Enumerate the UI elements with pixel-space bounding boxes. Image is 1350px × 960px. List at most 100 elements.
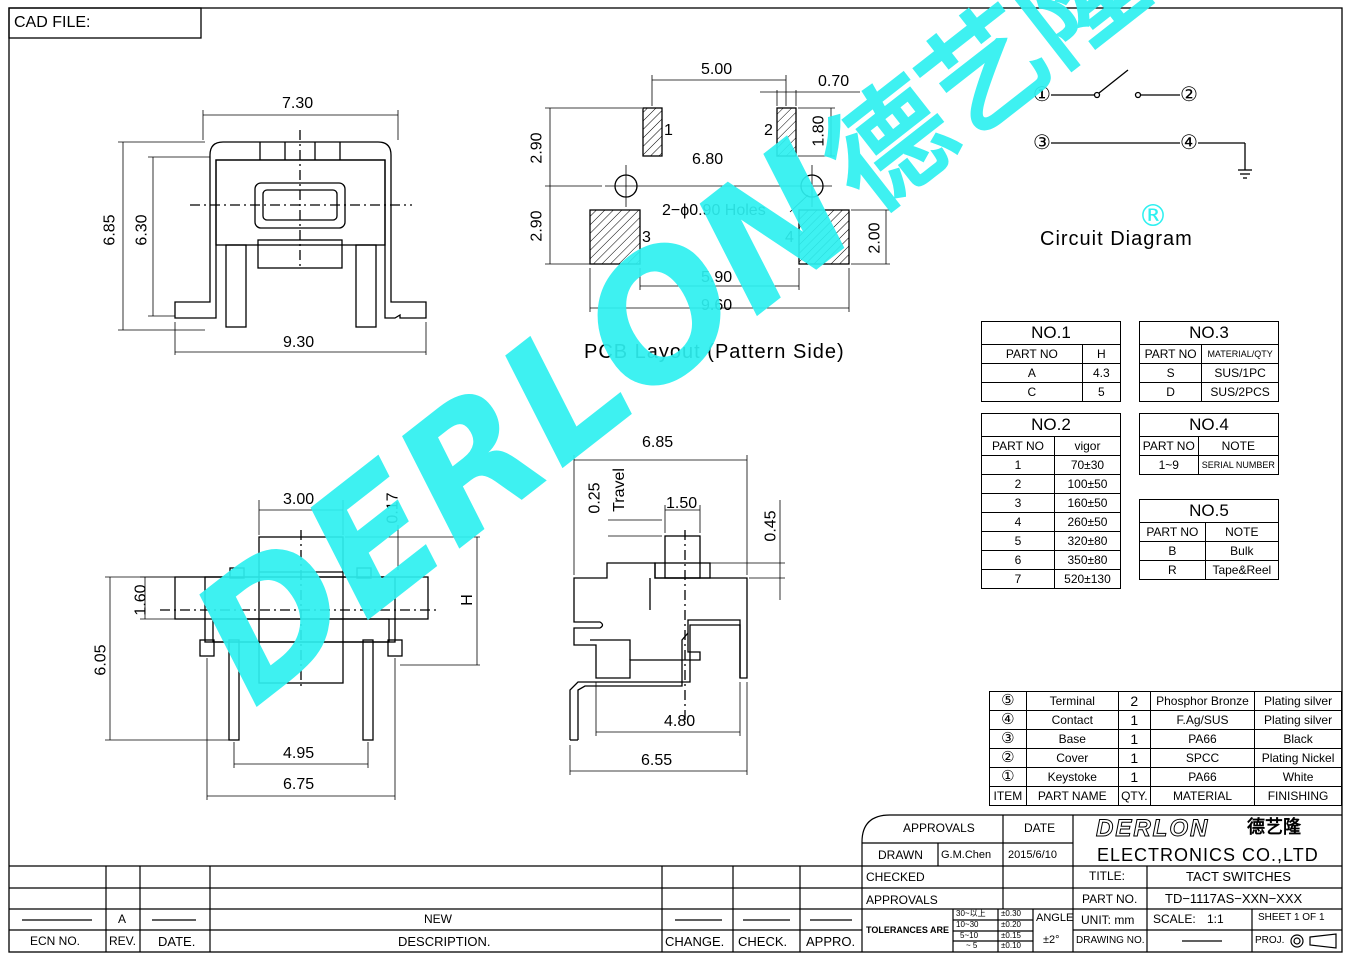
tb-tol-range: ~ 5 xyxy=(966,941,978,950)
pcb-layout-drawing xyxy=(545,75,890,312)
tb-drawing-no: DRAWING NO. xyxy=(1076,935,1145,946)
no2-header: PART NO xyxy=(981,436,1055,456)
pcb-pin-1: 1 xyxy=(664,122,673,139)
no1-cell: 5 xyxy=(1081,382,1122,402)
circuit-diagram-drawing xyxy=(1051,69,1252,179)
rev-header-rev: REV. xyxy=(109,934,136,948)
rev-header-appro: APPRO. xyxy=(806,934,856,949)
tb-drawn-by: G.M.Chen xyxy=(941,849,992,861)
circuit-node-1: ① xyxy=(1033,84,1051,106)
bom-finishing: Plating silver xyxy=(1254,691,1342,711)
no2-cell: 70±30 xyxy=(1053,455,1122,475)
tb-angle-value: ±2° xyxy=(1043,934,1060,946)
rev-header-check: CHECK. xyxy=(738,934,788,949)
dim-pcb-pad-width: 0.70 xyxy=(818,73,850,90)
pcb-pin-4: 4 xyxy=(785,229,794,246)
right-view-drawing xyxy=(569,455,785,775)
tb-sheet: SHEET 1 OF 1 xyxy=(1258,912,1325,923)
bom-part-name: Terminal xyxy=(1025,691,1119,711)
bom-material: F.Ag/SUS xyxy=(1149,710,1256,730)
tb-checked: CHECKED xyxy=(866,870,925,884)
dim-side-width-top: 7.30 xyxy=(282,95,314,112)
no1-header: H xyxy=(1081,344,1122,364)
pcb-pin-2: 2 xyxy=(764,122,773,139)
dim-right-width: 6.85 xyxy=(642,434,674,451)
tb-tol-value: ±0.20 xyxy=(1001,920,1021,929)
rev-header-date: DATE. xyxy=(158,934,196,949)
tb-tol-range: 30~以上 xyxy=(956,909,986,918)
circuit-node-2: ② xyxy=(1180,84,1198,106)
company-logo-cn: 德艺隆 xyxy=(1247,817,1301,837)
dim-pcb-spacing: 5.00 xyxy=(701,61,733,78)
no5-title: NO.5 xyxy=(1139,499,1279,523)
bom-header: FINISHING xyxy=(1254,786,1342,806)
rev-row-rev: A xyxy=(118,912,127,926)
dim-front-top: 3.00 xyxy=(283,491,315,508)
tb-tol-value: ±0.10 xyxy=(1001,941,1021,950)
no3-cell: SUS/2PCS xyxy=(1201,382,1279,402)
company-logo-latin: DERLON xyxy=(1095,815,1210,842)
bom-header: QTY. xyxy=(1117,786,1151,806)
tb-tolerances: TOLERANCES ARE xyxy=(866,925,950,935)
cad-file-label: CAD FILE: xyxy=(14,14,91,31)
tb-unit: UNIT: mm xyxy=(1081,913,1135,927)
bom-material: PA66 xyxy=(1149,729,1256,749)
front-view-drawing xyxy=(105,500,480,800)
tb-proj: PROJ. xyxy=(1255,935,1285,946)
no2-cell: 320±80 xyxy=(1053,531,1122,551)
rev-header-change: CHANGE. xyxy=(665,934,725,949)
tb-approvals: APPROVALS xyxy=(903,821,975,835)
bom-header: MATERIAL xyxy=(1149,786,1256,806)
tb-drawn-date: 2015/6/10 xyxy=(1008,849,1057,861)
no2-cell: 260±50 xyxy=(1053,512,1122,532)
tb-scale: 1:1 xyxy=(1207,912,1224,926)
bom-item: ③ xyxy=(989,729,1027,749)
pcb-pin-3: 3 xyxy=(642,229,651,246)
no3-header: PART NO xyxy=(1138,344,1203,364)
bom-finishing: Plating silver xyxy=(1254,710,1342,730)
pcb-holes-note: 2−ϕ0.90 Holes xyxy=(662,202,766,219)
no4-cell: SERIAL NUMBER xyxy=(1197,455,1280,475)
tb-title-label: TITLE: xyxy=(1089,869,1126,883)
no5-header: PART NO xyxy=(1139,522,1206,542)
tb-drawn: DRAWN xyxy=(878,848,923,862)
dim-right-foot: 4.80 xyxy=(664,713,696,730)
dim-front-outer-span: 6.75 xyxy=(283,776,315,793)
tb-scale-label: SCALE: xyxy=(1153,912,1196,926)
rev-row-description: NEW xyxy=(424,912,452,926)
tb-tol-value: ±0.15 xyxy=(1001,931,1021,940)
dim-side-width-bottom: 9.30 xyxy=(283,334,315,351)
tb-approvals2: APPROVALS xyxy=(866,893,938,907)
dim-pcb-hole-spacing: 6.80 xyxy=(692,151,724,168)
rev-header-description: DESCRIPTION. xyxy=(398,934,491,949)
tb-tol-range: 10~30 xyxy=(956,920,979,929)
no4-header: PART NO xyxy=(1139,436,1199,456)
no2-cell: 100±50 xyxy=(1053,474,1122,494)
tb-tol-range: 5~10 xyxy=(960,931,979,940)
tb-part-no-label: PART NO. xyxy=(1082,892,1138,906)
no3-cell: D xyxy=(1138,382,1203,402)
dim-pcb-outer-span: 9.60 xyxy=(701,297,733,314)
bom-finishing: White xyxy=(1254,767,1342,787)
tb-part-no: TD−1117AS−XXN−XXX xyxy=(1165,891,1303,906)
dim-right-base-span: 6.55 xyxy=(641,752,673,769)
circuit-node-3: ③ xyxy=(1033,132,1051,154)
tb-title: TACT SWITCHES xyxy=(1186,869,1291,884)
no1-cell: C xyxy=(981,382,1083,402)
no3-cell: SUS/1PC xyxy=(1201,363,1279,383)
company-name: ELECTRONICS CO.,LTD xyxy=(1097,845,1319,865)
no5-cell: Tape&Reel xyxy=(1204,560,1280,580)
tb-tol-value: ±0.30 xyxy=(1001,909,1021,918)
dim-front-pin-span: 4.95 xyxy=(283,745,315,762)
bom-finishing: Black xyxy=(1254,729,1342,749)
dim-pcb-inner-span: 5.90 xyxy=(701,269,733,286)
dim-right-stem: 1.50 xyxy=(666,495,698,512)
